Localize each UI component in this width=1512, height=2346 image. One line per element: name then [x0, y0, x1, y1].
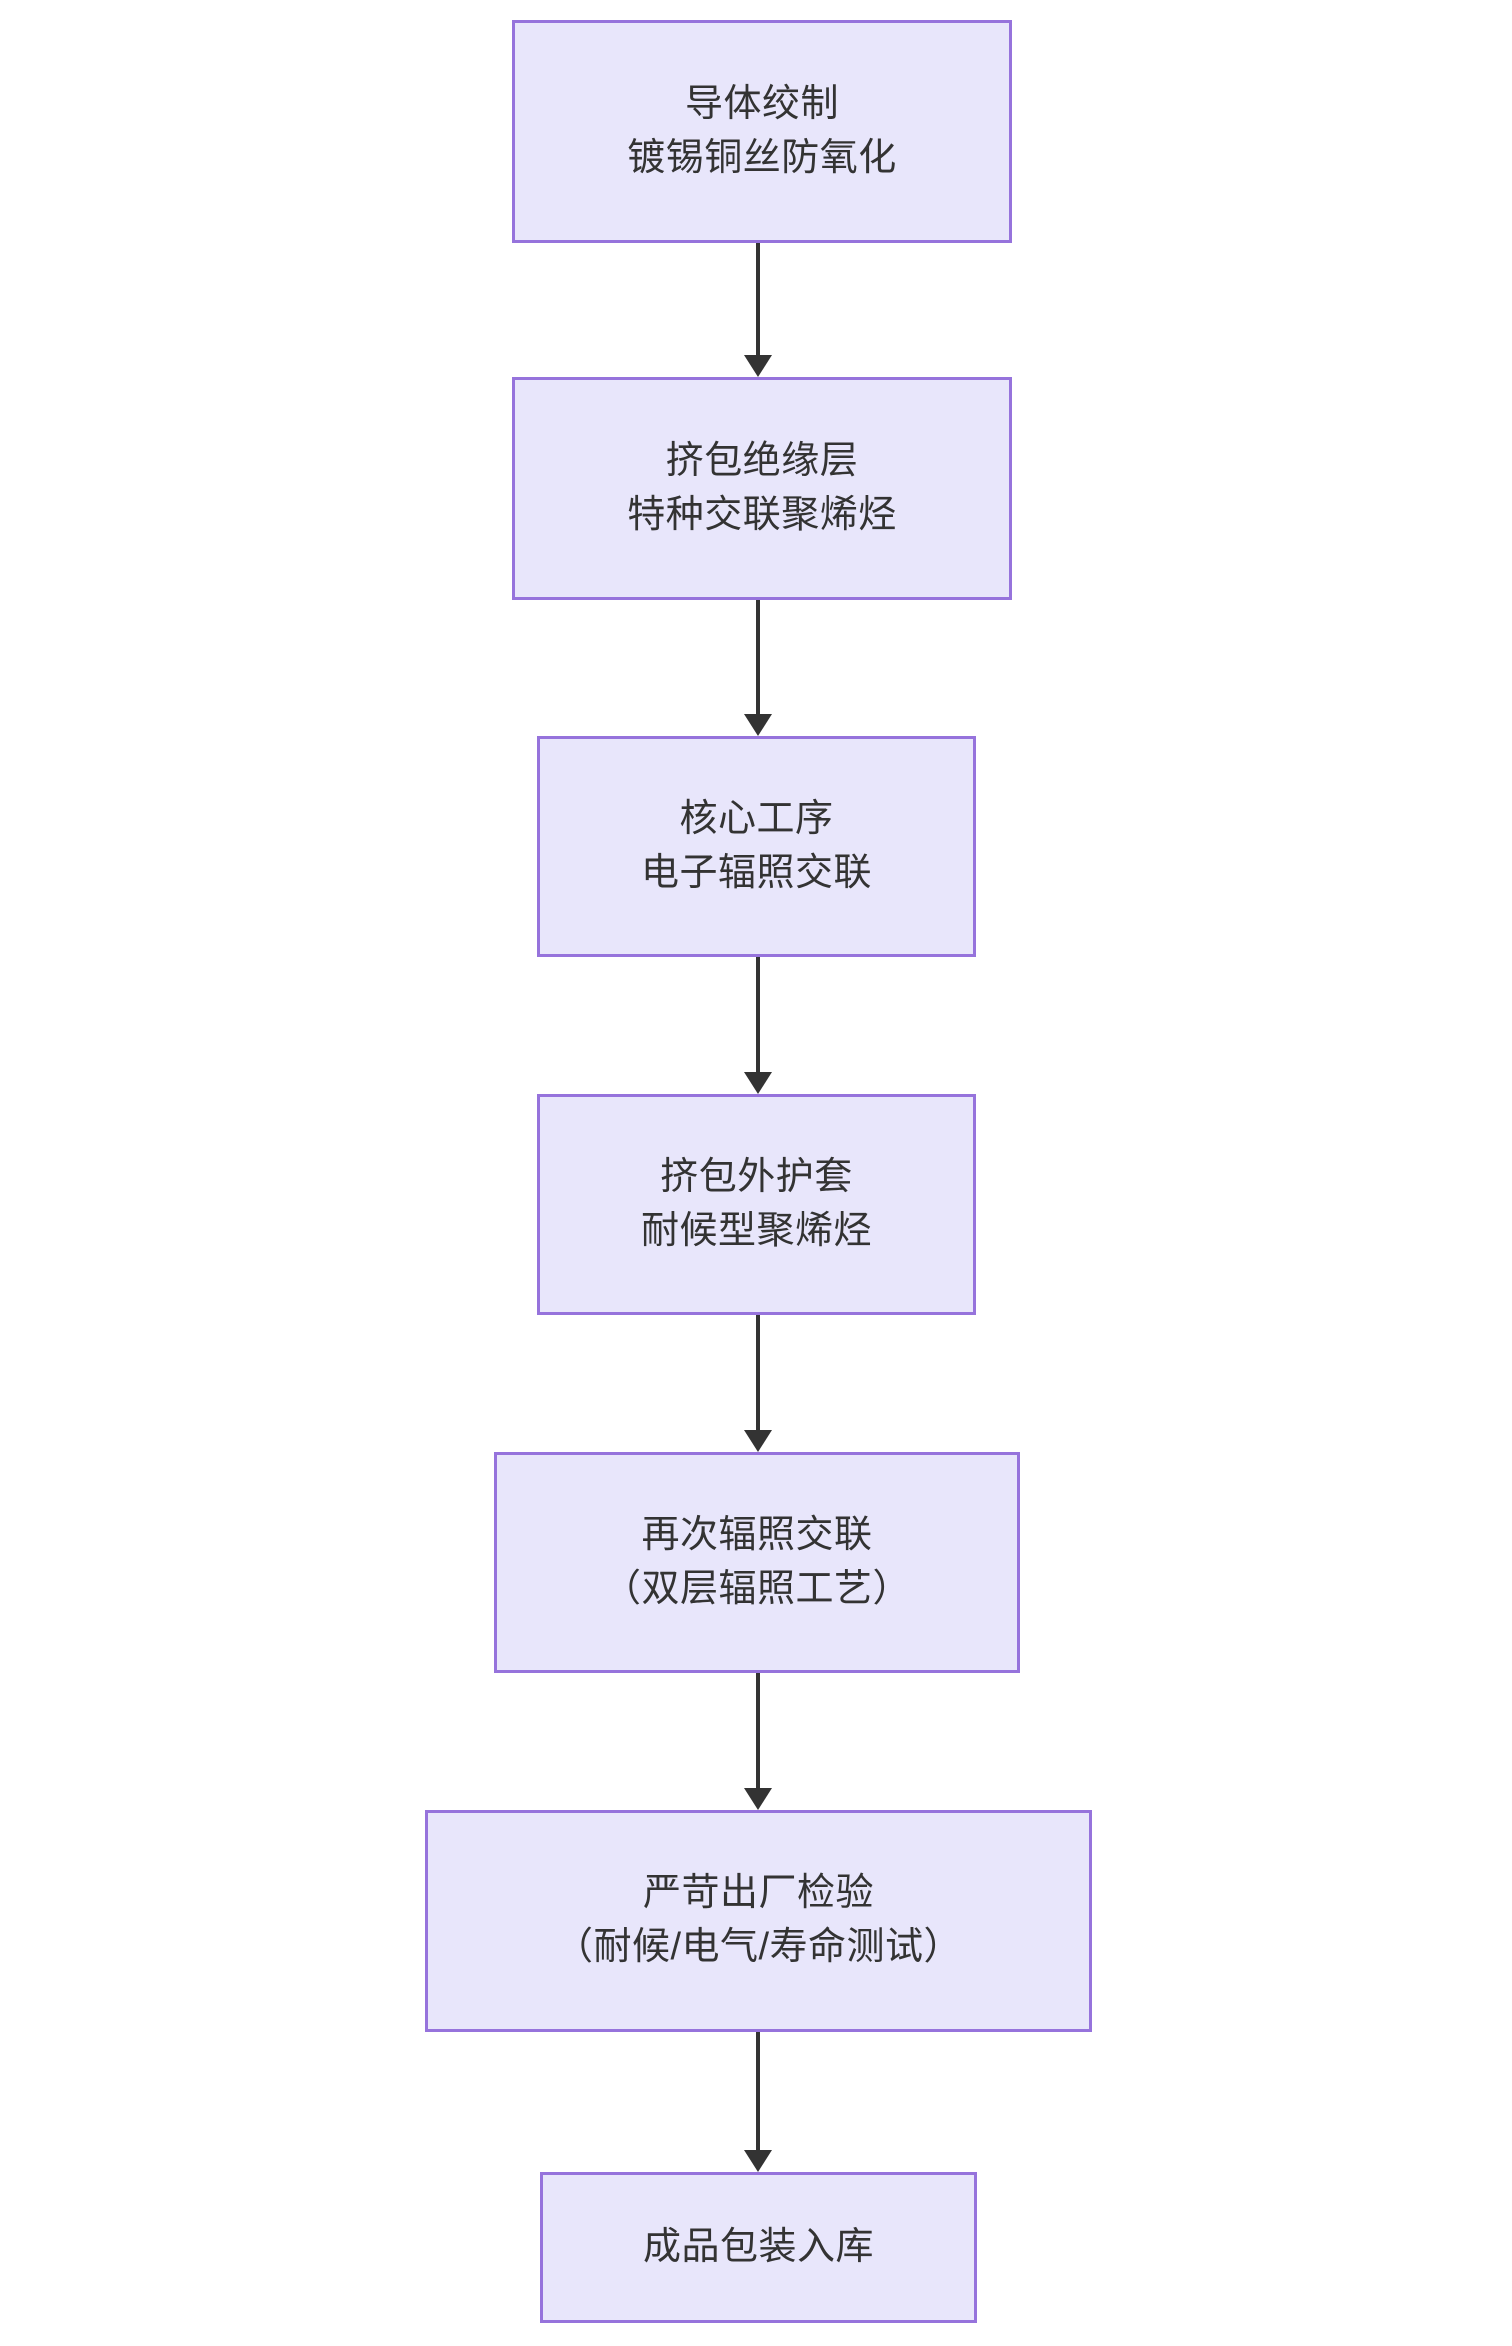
arrow-shaft	[756, 1673, 760, 1788]
arrow-shaft	[756, 957, 760, 1072]
node-label-line: 再次辐照交联	[641, 1513, 873, 1556]
arrow-head-icon	[744, 355, 772, 377]
node-label-line: （双层辐照工艺）	[602, 1567, 911, 1610]
node-label-line: 挤包外护套	[660, 1155, 853, 1198]
node-label-line: 挤包绝缘层	[665, 439, 859, 482]
flow-node-second-irradiation[interactable]: 再次辐照交联 （双层辐照工艺）	[494, 1452, 1020, 1673]
arrow-head-icon	[744, 714, 772, 736]
arrow-shaft	[756, 243, 760, 355]
node-label-line: 特种交联聚烯烃	[627, 493, 897, 536]
node-label-line: 严苛出厂检验	[642, 1872, 874, 1915]
arrow-head-icon	[744, 1788, 772, 1810]
node-label-line: 电子辐照交联	[640, 851, 872, 894]
arrow-shaft	[756, 1315, 760, 1430]
arrow-shaft	[756, 2032, 760, 2150]
node-label-line: 耐候型聚烯烃	[640, 1209, 872, 1252]
arrow-head-icon	[744, 1430, 772, 1452]
node-label-line: 成品包装入库	[642, 2225, 874, 2268]
flow-node-outer-sheath-extrusion[interactable]: 挤包外护套耐候型聚烯烃	[537, 1094, 976, 1315]
flow-node-packaging-warehousing[interactable]: 成品包装入库	[540, 2172, 977, 2323]
node-label-line: （耐候/电气/寿命测试）	[554, 1926, 963, 1968]
arrow-head-icon	[744, 1072, 772, 1094]
flow-node-insulation-extrusion[interactable]: 挤包绝缘层特种交联聚烯烃	[512, 377, 1012, 600]
arrow-shaft	[756, 600, 760, 714]
flow-node-core-process-irradiation[interactable]: 核心工序电子辐照交联	[537, 736, 976, 957]
flow-node-factory-inspection[interactable]: 严苛出厂检验 （耐候/电气/寿命测试）	[425, 1810, 1092, 2032]
node-label-line: 镀锡铜丝防氧化	[627, 136, 897, 179]
arrow-head-icon	[744, 2150, 772, 2172]
node-label-line: 导体绞制	[684, 82, 839, 125]
flow-node-conductor-stranding[interactable]: 导体绞制镀锡铜丝防氧化	[512, 20, 1012, 243]
node-label-line: 核心工序	[679, 797, 834, 840]
